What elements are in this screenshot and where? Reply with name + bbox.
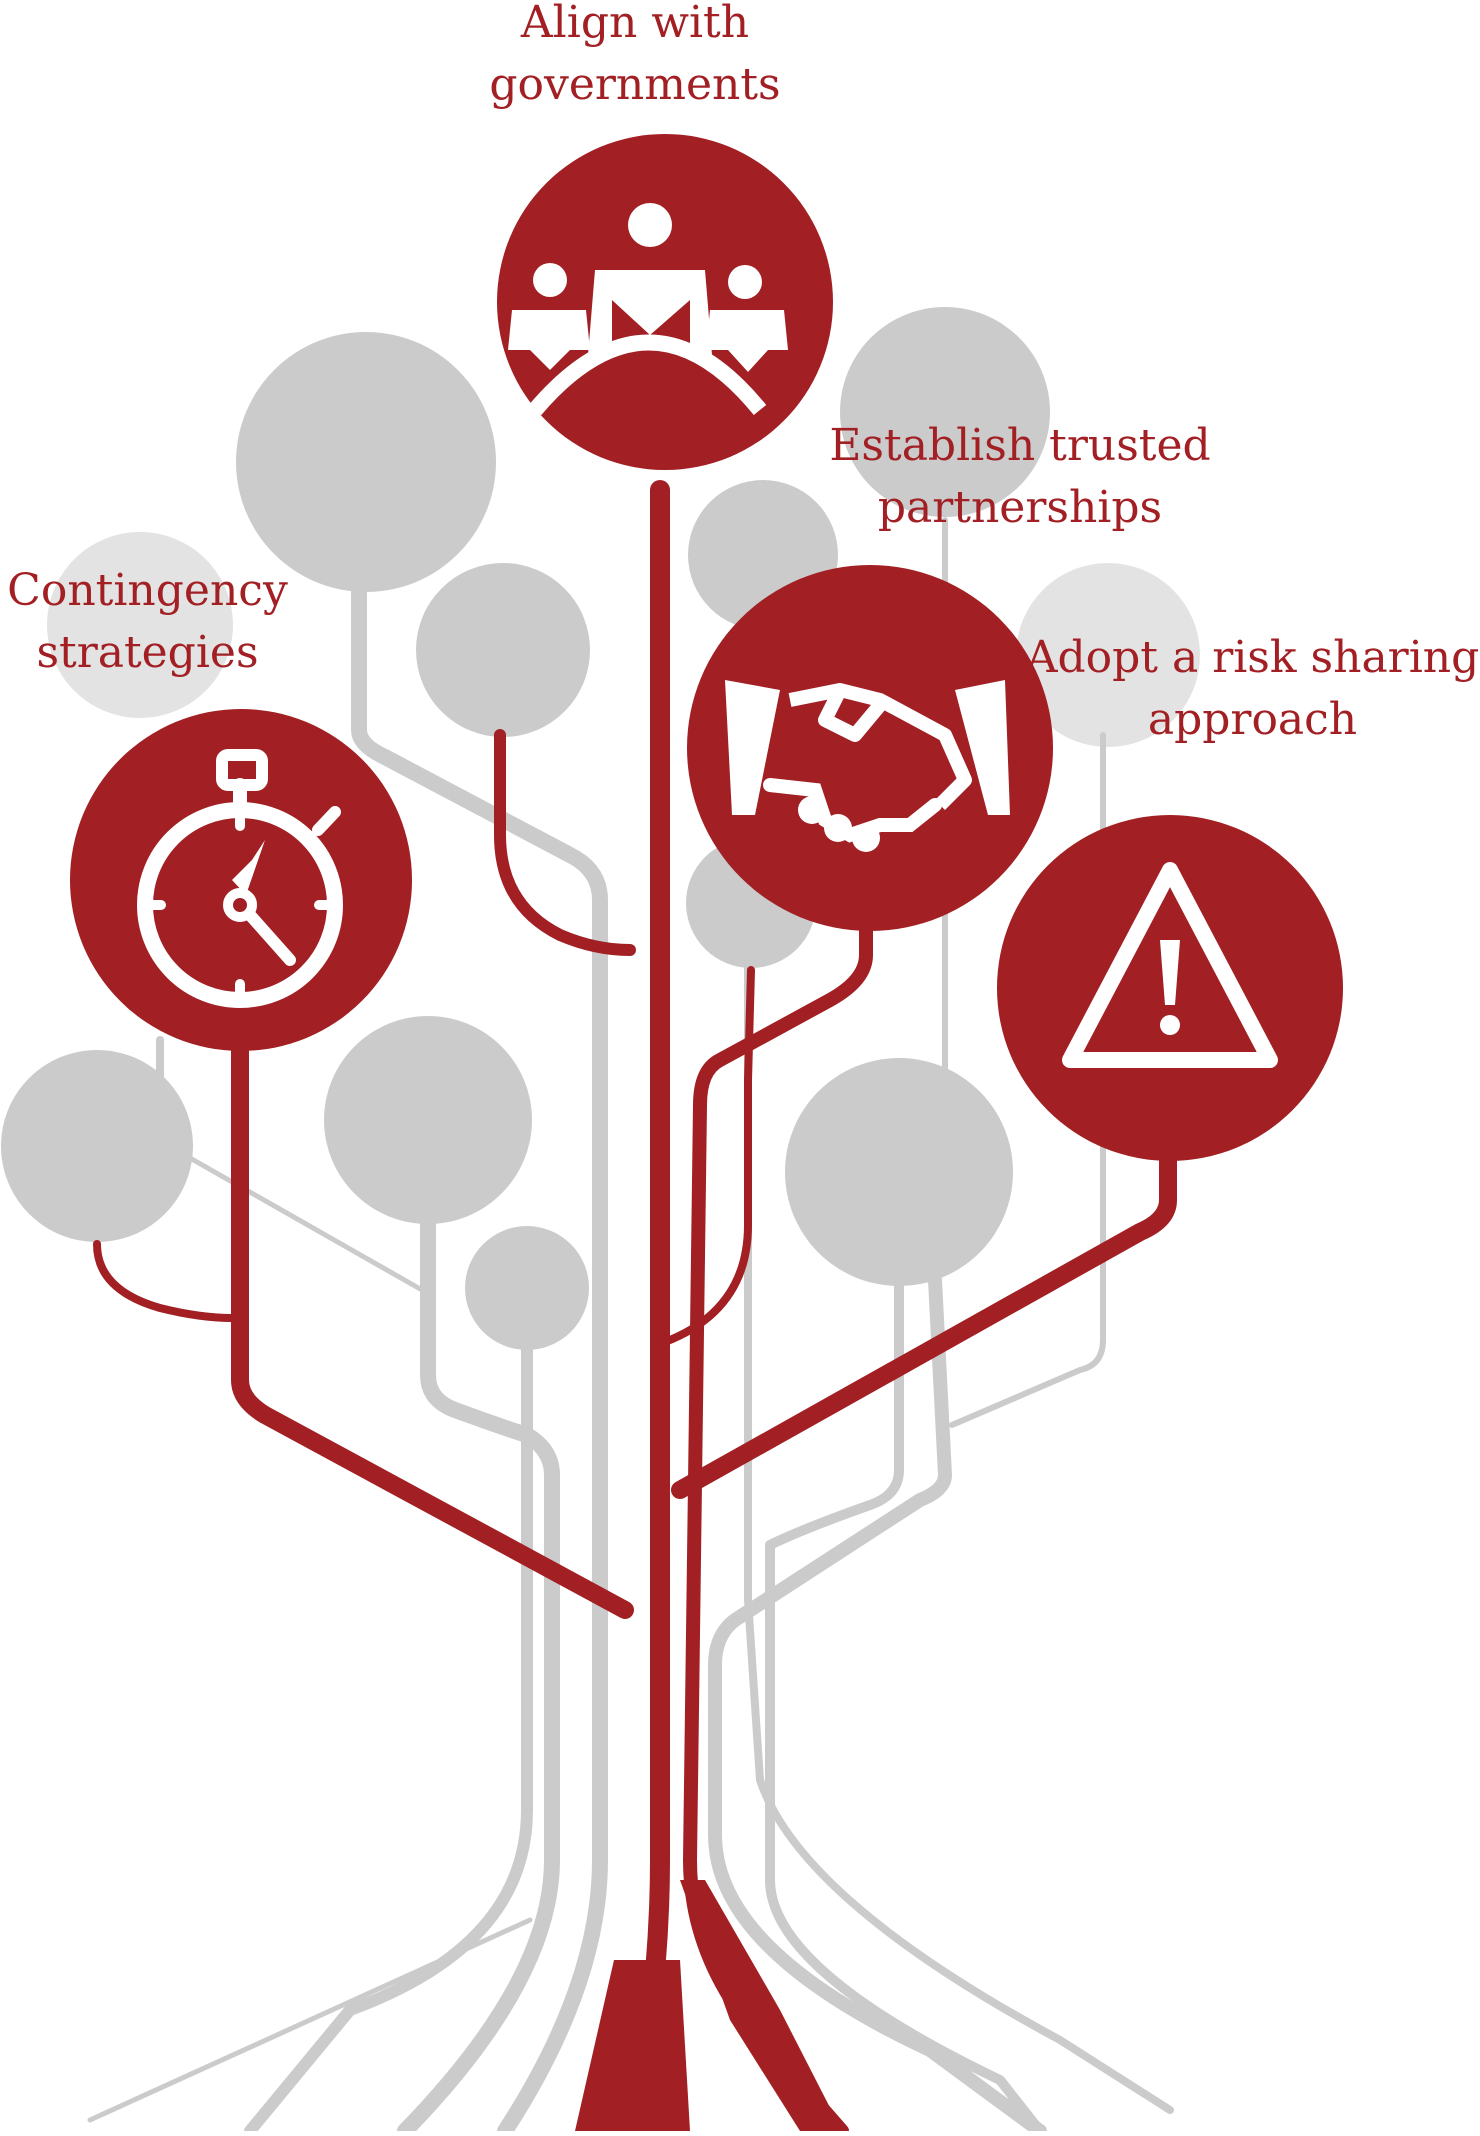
risk-label-line-2: approach — [1147, 694, 1358, 745]
partnerships-label-line-2: partnerships — [877, 482, 1163, 533]
red-branch — [231, 1036, 634, 1619]
grey-branch — [351, 582, 608, 2136]
trunk — [622, 480, 670, 2136]
light-bubble — [47, 532, 233, 718]
risk-label-line-1: Adopt a risk sharing — [1025, 632, 1480, 683]
red-branch — [671, 1151, 1177, 1499]
grey-branch — [765, 1540, 1045, 2136]
partnerships-node — [687, 565, 1053, 931]
light-bubble — [1016, 563, 1200, 747]
risk-label: Adopt a risk sharing approach — [1025, 627, 1480, 751]
contingency-label: Contingency strategies — [0, 560, 295, 684]
grey-branch — [949, 732, 1106, 1428]
red-branch — [661, 966, 755, 1346]
grey-branch — [187, 1155, 425, 1293]
align-label-line-2: governments — [489, 59, 781, 110]
trunk-base — [575, 1960, 690, 2131]
grey-bubble — [324, 1016, 532, 1224]
grey-branch — [87, 1917, 533, 2123]
contingency-label-line-2: strategies — [36, 627, 259, 678]
warning-triangle-icon — [1062, 862, 1278, 1068]
align-label-line-1: Align with — [520, 0, 750, 48]
red-branches — [93, 480, 1177, 2136]
grey-branches — [87, 517, 1174, 2136]
grey-bubble — [1, 1050, 193, 1242]
grey-branch — [765, 1275, 904, 1550]
grey-bubble — [236, 332, 496, 592]
red-branch-base — [680, 1880, 842, 2131]
people-group-icon — [508, 203, 788, 416]
grey-bubble — [840, 307, 1050, 517]
stopwatch-icon — [137, 749, 343, 1008]
partnerships-label: Establish trusted partnerships — [810, 415, 1230, 539]
contingency-label-line-1: Contingency — [7, 565, 288, 616]
light-bubbles — [47, 532, 1200, 747]
grey-bubble — [416, 563, 590, 737]
handshake-icon — [725, 680, 1010, 852]
grey-branch — [708, 1273, 1047, 2136]
grey-bubble — [465, 1226, 589, 1350]
align-label: Align with governments — [435, 0, 835, 116]
grey-branch — [397, 1212, 560, 2136]
partnerships-label-line-1: Establish trusted — [829, 420, 1211, 471]
red-branch — [494, 729, 636, 956]
grey-bubble — [785, 1058, 1013, 1286]
red-branch — [93, 1240, 236, 1322]
grey-branch — [244, 1339, 533, 2136]
